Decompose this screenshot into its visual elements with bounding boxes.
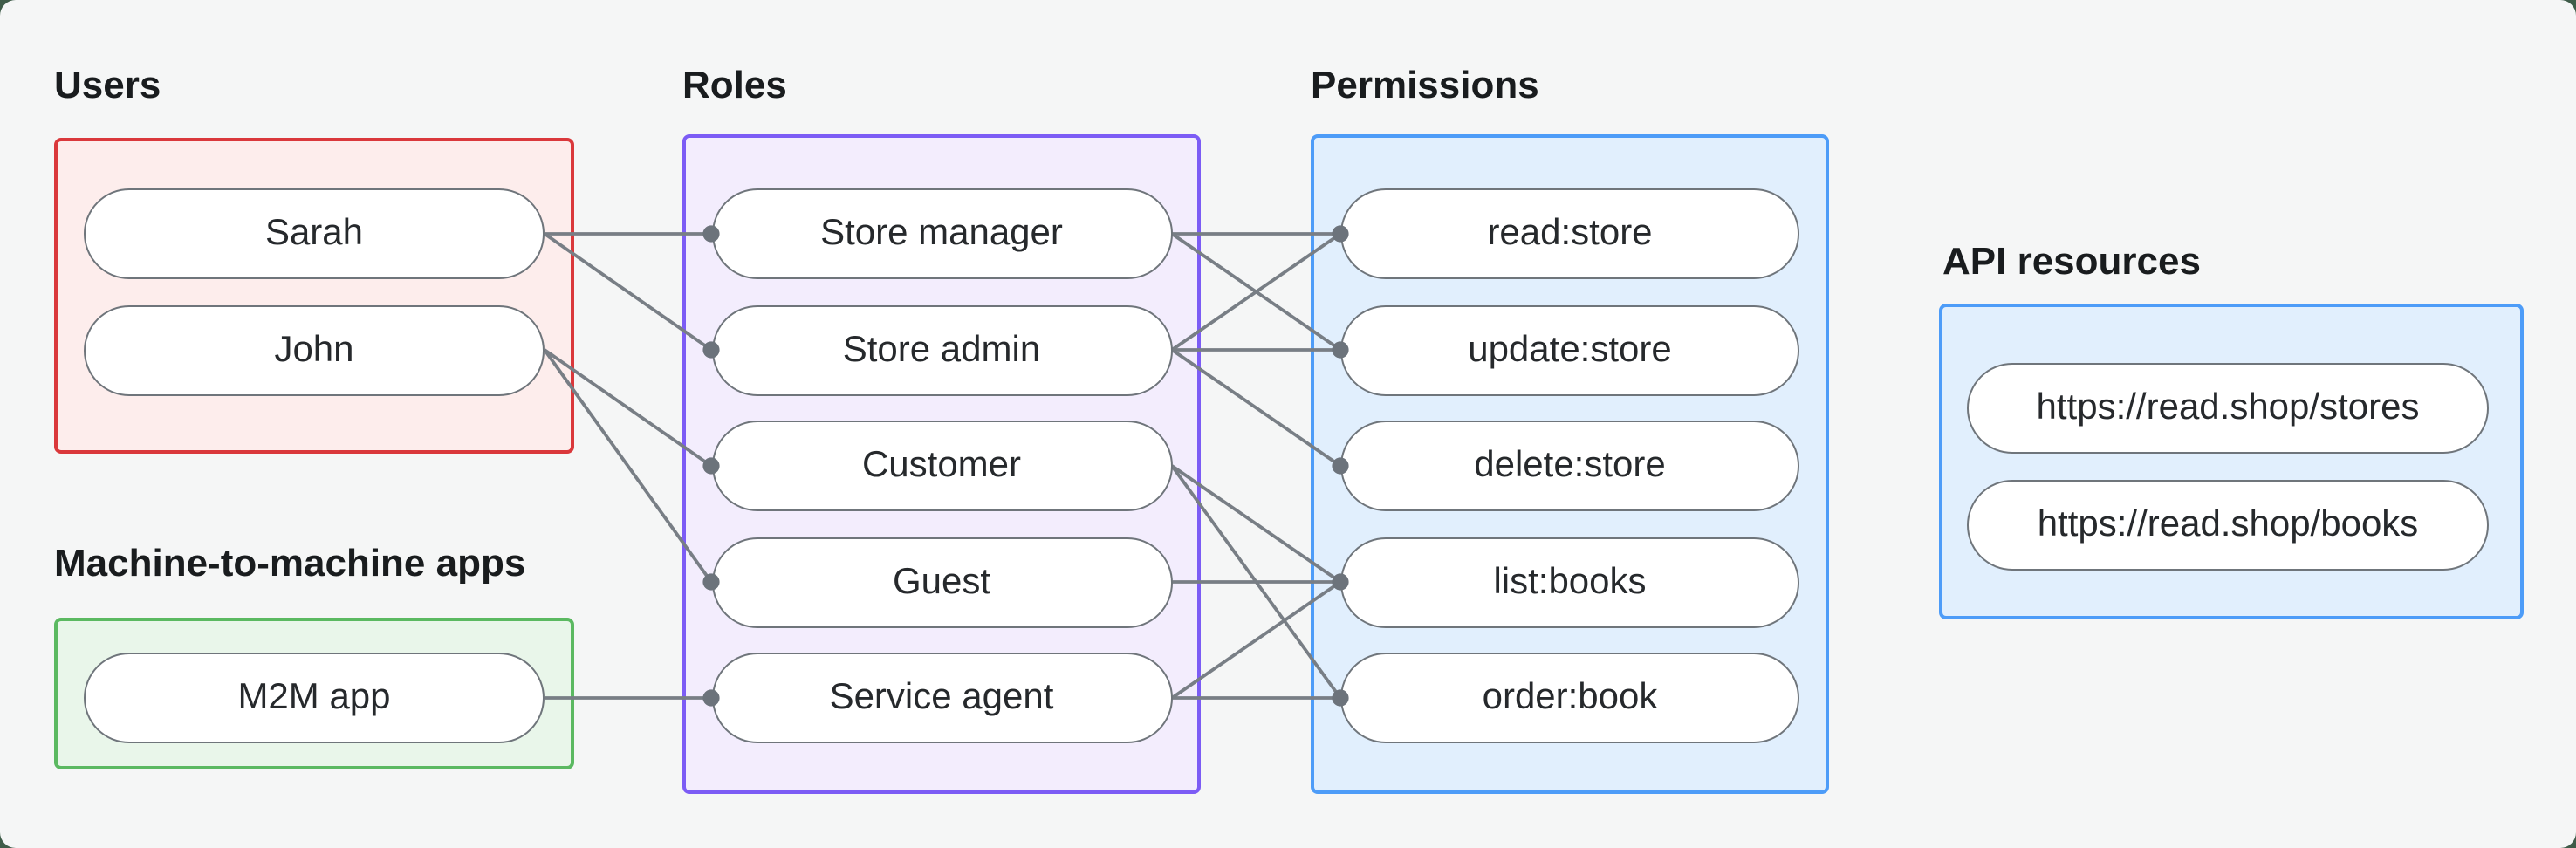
node-store-admin: Store admin (711, 304, 1172, 395)
node-delete-store: delete:store (1340, 421, 1799, 511)
connection-dot-store-admin (702, 341, 720, 359)
edge-line-sarah-to-store-admin (543, 232, 713, 352)
node-sarah: Sarah (84, 188, 545, 279)
connection-dot-store-manager (702, 225, 720, 243)
node-m2m-app: M2M app (84, 653, 545, 743)
edge-line-store-admin-to-delete-store (1170, 348, 1342, 468)
connection-dot-order-book (1332, 689, 1349, 707)
node-update-store: update:store (1340, 304, 1799, 395)
node-customer: Customer (711, 421, 1172, 511)
node-store-manager: Store manager (711, 188, 1172, 279)
edge-line-john-to-guest (543, 348, 713, 584)
edge-line-customer-to-list-books (1170, 464, 1342, 584)
connection-dot-delete-store (1332, 457, 1349, 475)
group-label-m2m: Machine-to-machine apps (54, 541, 526, 585)
edge-line-service-agent-to-list-books (1170, 580, 1342, 700)
node-list-books: list:books (1340, 537, 1799, 627)
group-label-api: API resources (1942, 239, 2201, 283)
node-read-store: read:store (1340, 188, 1799, 279)
node-order-book: order:book (1340, 653, 1799, 743)
edge-line-store-admin-to-read-store (1170, 232, 1342, 352)
group-label-roles: Roles (682, 63, 787, 106)
node-service-agent: Service agent (711, 653, 1172, 743)
connection-dot-customer (702, 457, 720, 475)
connection-dot-guest (702, 573, 720, 591)
node-books-api: https://read.shop/books (1967, 479, 2489, 570)
connection-dot-read-store (1332, 225, 1349, 243)
node-guest: Guest (711, 537, 1172, 627)
connection-dot-service-agent (702, 689, 720, 707)
node-john: John (84, 304, 545, 395)
connection-dot-update-store (1332, 341, 1349, 359)
edge-line-john-to-customer (543, 348, 713, 468)
group-label-users: Users (54, 63, 161, 106)
group-label-permissions: Permissions (1311, 63, 1539, 106)
connection-dot-list-books (1332, 573, 1349, 591)
node-stores-api: https://read.shop/stores (1967, 363, 2489, 454)
